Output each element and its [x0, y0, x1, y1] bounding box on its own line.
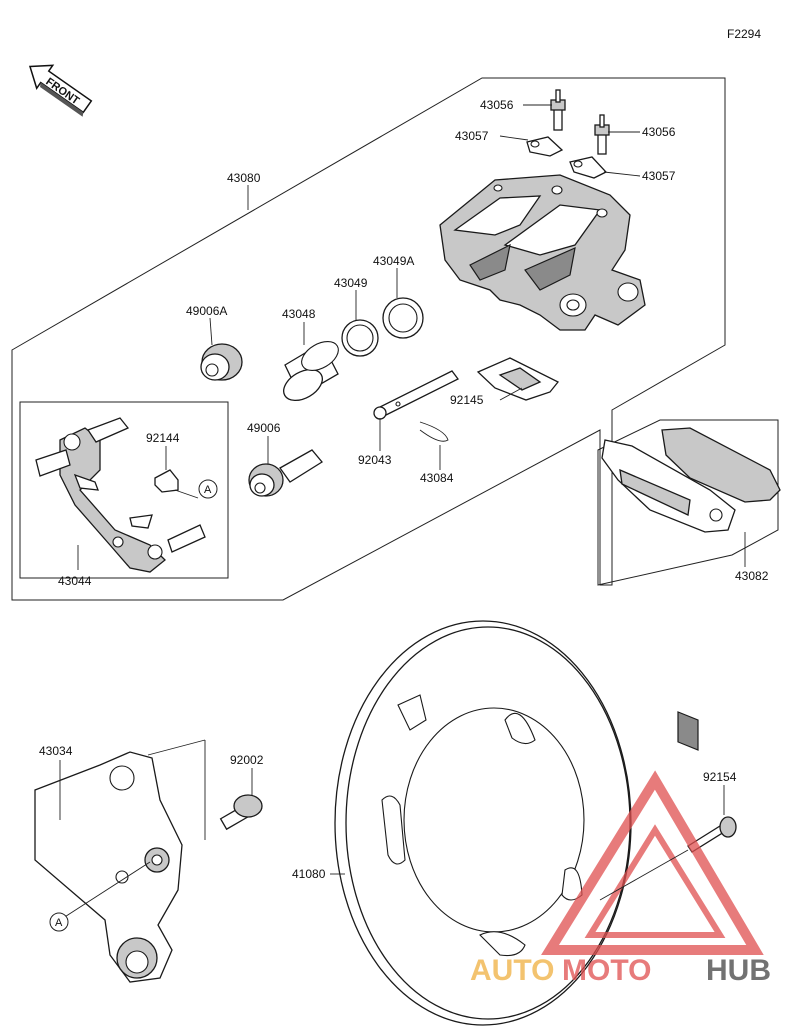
seal-43049: [341, 319, 379, 357]
bleeder-cap-2: [569, 156, 608, 179]
bleeder-cap-1: [526, 136, 564, 157]
label-92154: 92154: [703, 770, 737, 784]
ref-marker-a-2: A: [49, 912, 69, 932]
label-43044: 43044: [58, 574, 92, 588]
caliper-assembly-box: [11, 77, 726, 601]
label-43082: 43082: [735, 569, 769, 583]
label-43084: 43084: [420, 471, 454, 485]
caliper-body: [439, 174, 646, 331]
label-92043: 92043: [358, 453, 392, 467]
boot-49006: [248, 449, 323, 497]
label-43049A: 43049A: [373, 254, 414, 268]
pad-box: [597, 419, 779, 586]
spring-92145: [476, 357, 560, 401]
piston-43048: [283, 341, 339, 402]
ref-marker-a-1: A: [198, 479, 218, 499]
pin-92043: [373, 370, 459, 420]
label-43057-b: 43057: [642, 169, 676, 183]
brake-disc-41080: [334, 620, 632, 1026]
label-43080: 43080: [227, 171, 261, 185]
label-43057: 43057: [455, 129, 489, 143]
label-43048: 43048: [282, 307, 316, 321]
pad-spring-92144: [154, 469, 179, 493]
label-49006A: 49006A: [186, 304, 227, 318]
figure-id: F2294: [727, 27, 761, 41]
bracket-43044: [35, 417, 206, 573]
label-43056: 43056: [480, 98, 514, 112]
seal-43049A: [382, 297, 424, 339]
label-49006: 49006: [247, 421, 281, 435]
ref-a-1-text: A: [204, 484, 212, 496]
label-92144: 92144: [146, 431, 180, 445]
watermark-hub: HUB: [706, 954, 771, 987]
label-43056-b: 43056: [642, 125, 676, 139]
label-43049: 43049: [334, 276, 368, 290]
brake-pad-rear: [661, 427, 781, 751]
bleeder-valve-1: [550, 89, 566, 131]
bolt-92002: [219, 794, 263, 831]
watermark-auto: AUTO: [470, 954, 554, 987]
label-43034: 43034: [39, 744, 73, 758]
brake-pad-front: [601, 439, 736, 533]
ref-a-2-text: A: [55, 917, 63, 929]
support-bracket-43034: [34, 751, 183, 983]
label-92002: 92002: [230, 753, 264, 767]
label-41080: 41080: [292, 867, 326, 881]
watermark-moto: MOTO: [562, 954, 651, 987]
leader-lines: [59, 104, 746, 921]
watermark-logo: AUTO MOTO HUB: [470, 770, 771, 987]
clip-43084: [419, 421, 449, 442]
bracket-subassembly-box: [19, 401, 229, 579]
front-arrow-icon: FRONT: [28, 64, 93, 117]
label-92145: 92145: [450, 393, 484, 407]
boot-49006A: [200, 343, 243, 381]
bleeder-valve-2: [594, 114, 610, 155]
